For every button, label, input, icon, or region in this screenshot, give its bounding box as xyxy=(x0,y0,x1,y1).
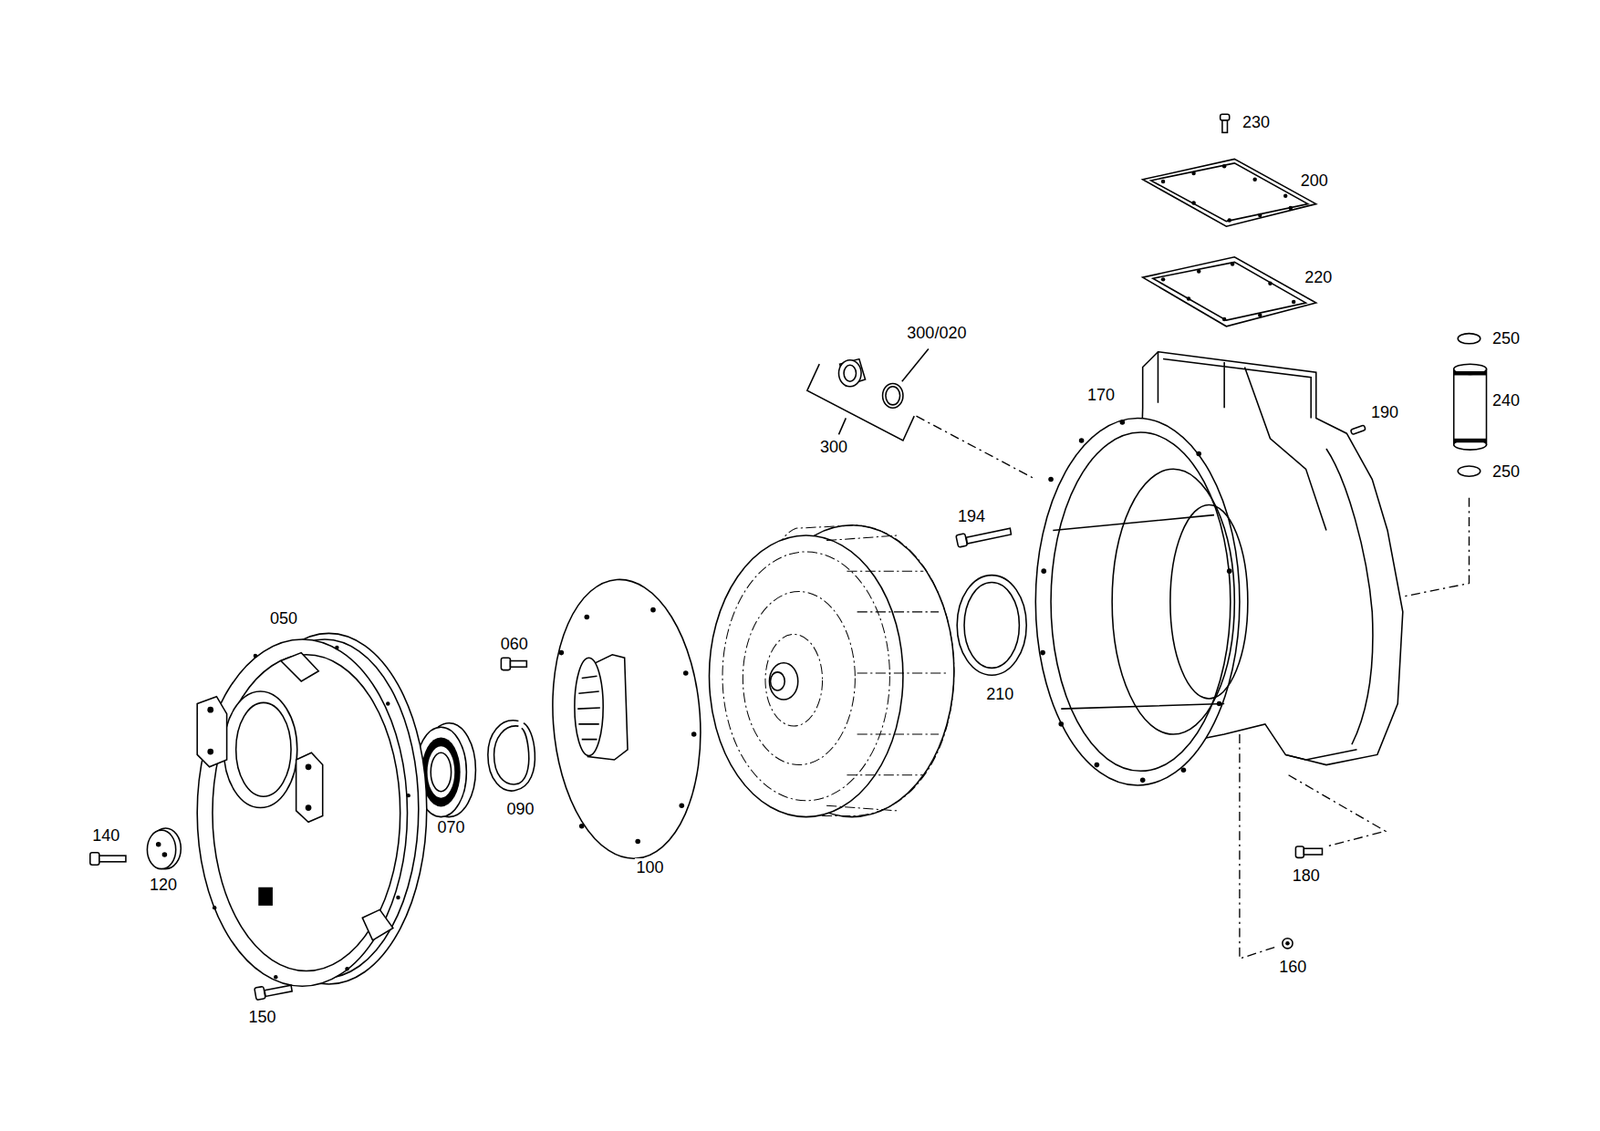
bolt xyxy=(955,528,1012,548)
callout-number: 090 xyxy=(504,800,536,819)
callout-number: 070 xyxy=(435,818,467,837)
callout-number: 050 xyxy=(268,609,300,628)
callout-number: 200 xyxy=(1298,171,1330,190)
housing xyxy=(1035,352,1403,786)
callout-number: 160 xyxy=(1277,957,1309,977)
bracket xyxy=(807,363,915,441)
bolt xyxy=(500,657,527,670)
cover-plate xyxy=(1142,158,1317,227)
o-ring xyxy=(1457,333,1481,344)
callout-number: 170 xyxy=(1085,385,1117,405)
cover-plate-edge xyxy=(1151,163,1309,222)
callout-number: 230 xyxy=(1240,113,1272,132)
callout-number: 300 xyxy=(818,437,850,457)
bolt xyxy=(1295,846,1322,858)
torque-converter xyxy=(708,525,954,818)
bolt xyxy=(90,852,126,865)
cover-holes xyxy=(1161,164,1293,223)
pump-cover xyxy=(197,633,427,987)
seal xyxy=(956,575,1027,676)
assembly-line xyxy=(1288,775,1386,847)
callout-number: 140 xyxy=(90,826,122,845)
callout-number: 194 xyxy=(955,507,988,526)
nut xyxy=(1282,938,1293,949)
retaining-ring-inner xyxy=(494,726,530,785)
gasket-holes xyxy=(1161,261,1297,322)
callout-number: 240 xyxy=(1490,391,1522,410)
gasket xyxy=(1142,257,1317,327)
plug xyxy=(838,359,865,387)
assembly-line xyxy=(1239,734,1278,959)
leader-line xyxy=(838,417,846,435)
flex-plate xyxy=(543,574,710,864)
o-ring-inner xyxy=(885,386,901,406)
leader-line xyxy=(902,348,929,382)
callout-number: 250 xyxy=(1490,462,1522,481)
filter xyxy=(1454,363,1487,450)
bolt xyxy=(254,985,292,1000)
callout-number: 060 xyxy=(498,634,530,654)
seal-inner xyxy=(964,581,1019,668)
callout-number: 180 xyxy=(1290,866,1322,885)
gasket-edge xyxy=(1153,261,1307,321)
callout-number: 120 xyxy=(147,875,179,894)
callout-number: 300/020 xyxy=(904,323,968,343)
retaining-ring xyxy=(488,720,536,791)
callout-number: 220 xyxy=(1302,268,1334,287)
callout-number: 190 xyxy=(1369,403,1401,422)
assembly-line xyxy=(1402,498,1470,597)
o-ring xyxy=(1457,466,1481,477)
callout-number: 250 xyxy=(1490,329,1522,348)
assembly-line xyxy=(915,415,1036,479)
o-ring xyxy=(883,383,904,408)
nut-hole xyxy=(1285,941,1289,946)
callout-number: 100 xyxy=(634,858,666,877)
washer-plate xyxy=(146,828,181,870)
callout-number: 150 xyxy=(246,1007,278,1027)
pin xyxy=(1350,425,1366,436)
callout-number: 210 xyxy=(984,685,1016,704)
screw xyxy=(1220,114,1230,133)
